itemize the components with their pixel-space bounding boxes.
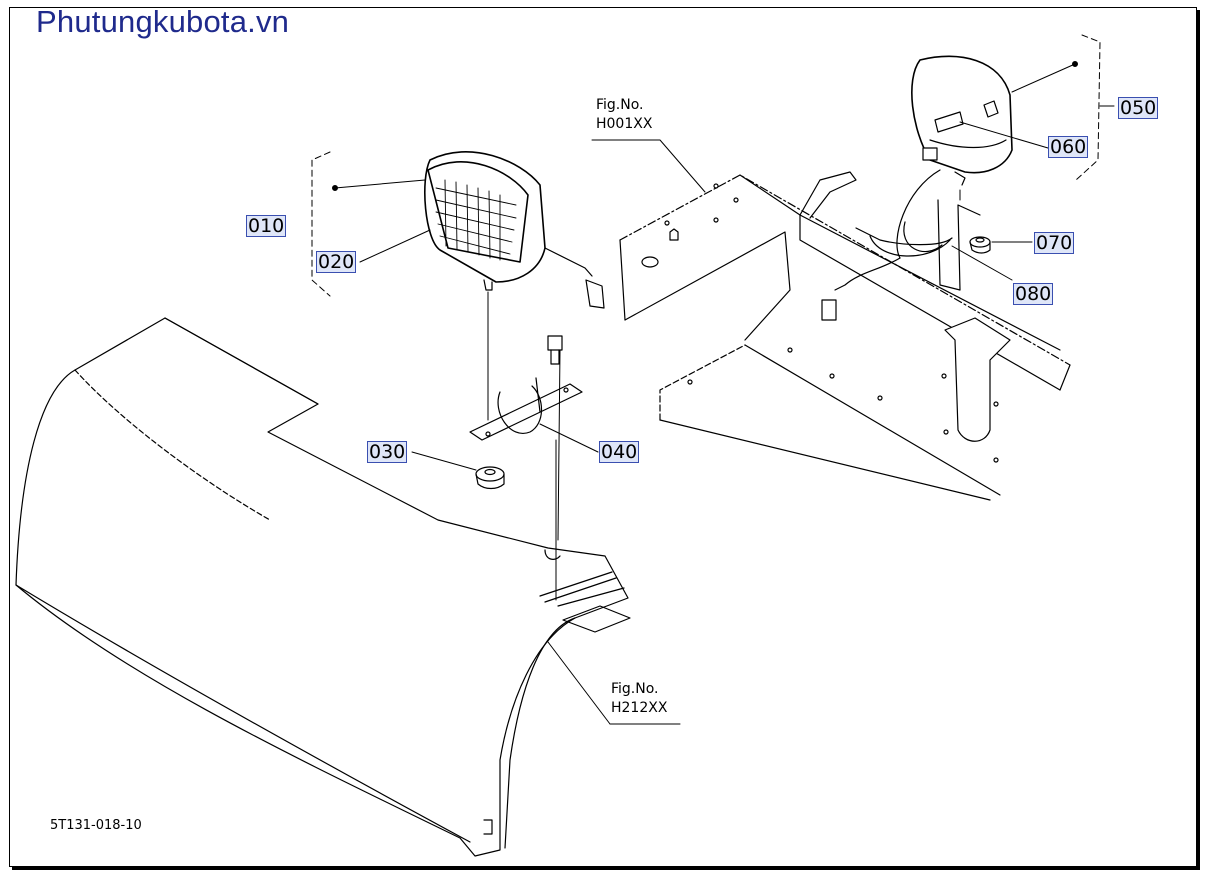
fig-ref-number: H212XX xyxy=(611,700,668,716)
lamp-bracket xyxy=(469,335,583,441)
part-label-050[interactable]: 050 xyxy=(1118,97,1159,119)
diagram-frame xyxy=(9,7,1197,867)
fender-cover xyxy=(15,317,631,857)
leader-lines xyxy=(311,34,1115,725)
fig-ref-h001xx: Fig.No. H001XX xyxy=(596,96,652,134)
part-label-010[interactable]: 010 xyxy=(246,215,287,237)
harness-clamp xyxy=(855,221,991,257)
cab-frame xyxy=(619,171,1071,501)
fig-ref-number: H001XX xyxy=(596,116,653,132)
fig-ref-h212xx: Fig.No. H212XX xyxy=(611,680,667,718)
work-lamp-rear xyxy=(821,55,1013,321)
part-label-060[interactable]: 060 xyxy=(1048,136,1089,158)
fig-ref-label: Fig.No. xyxy=(611,681,659,697)
fig-ref-label: Fig.No. xyxy=(596,97,644,113)
part-label-040[interactable]: 040 xyxy=(599,441,640,463)
part-label-030[interactable]: 030 xyxy=(367,441,408,463)
work-lamp-front xyxy=(424,151,605,309)
part-label-070[interactable]: 070 xyxy=(1034,232,1075,254)
part-label-020[interactable]: 020 xyxy=(316,251,357,273)
site-watermark: Phutungkubota.vn xyxy=(36,4,290,39)
grommet-030 xyxy=(475,466,505,490)
drawing-code: 5T131-018-10 xyxy=(50,818,142,833)
part-label-080[interactable]: 080 xyxy=(1013,283,1054,305)
